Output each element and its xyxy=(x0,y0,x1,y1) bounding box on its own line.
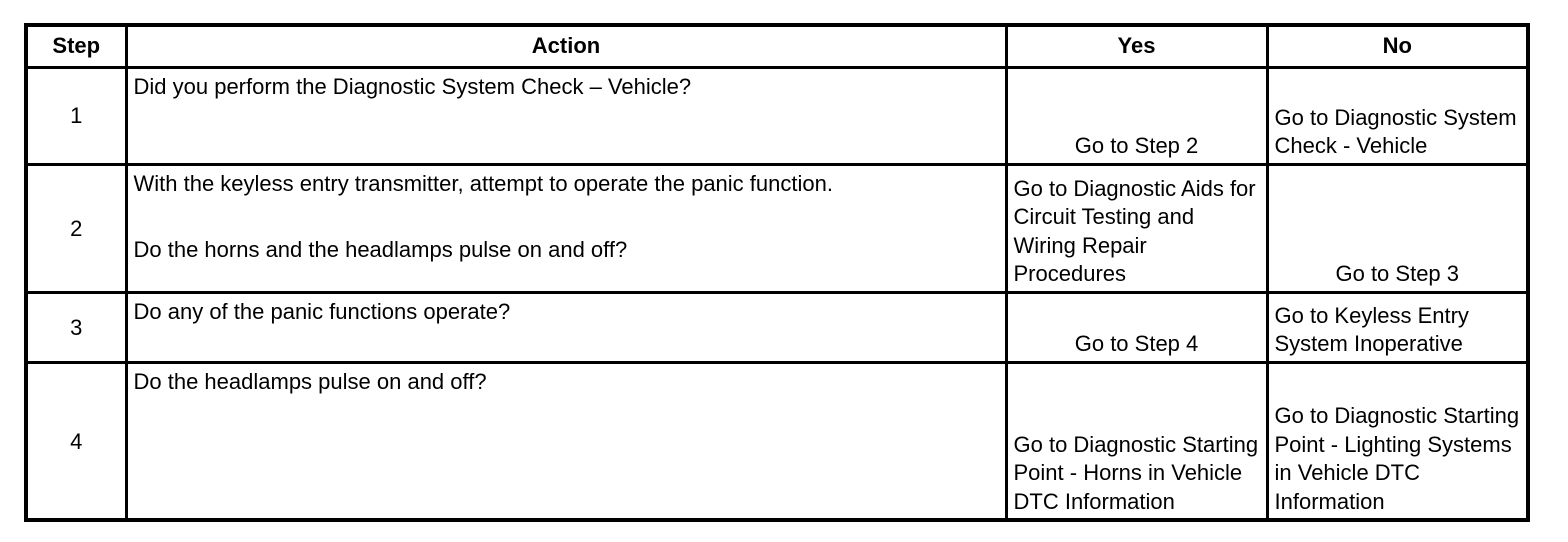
action-text: Do the headlamps pulse on and off? xyxy=(133,368,487,394)
yes-result: Go to Diagnostic Starting Point - Horns … xyxy=(1004,360,1269,522)
yes-result: Go to Step 2 xyxy=(1004,65,1269,166)
action-cell: Did you perform the Diagnostic System Ch… xyxy=(124,65,1008,166)
action-spacer xyxy=(134,198,999,236)
header-no: No xyxy=(1265,23,1530,69)
header-yes: Yes xyxy=(1004,23,1269,69)
no-result: Go to Diagnostic Starting Point - Lighti… xyxy=(1265,360,1530,522)
header-step: Step xyxy=(24,23,128,69)
action-text: Did you perform the Diagnostic System Ch… xyxy=(133,73,692,99)
table-row: 2 With the keyless entry transmitter, at… xyxy=(24,162,1530,294)
action-cell: With the keyless entry transmitter, atte… xyxy=(124,162,1008,294)
action-cell: Do the headlamps pulse on and off? xyxy=(124,360,1008,522)
step-number: 1 xyxy=(24,65,128,166)
action-cell: Do any of the panic functions operate? xyxy=(124,290,1008,364)
table-row: 1 Did you perform the Diagnostic System … xyxy=(24,65,1530,166)
no-result: Go to Keyless Entry System Inoperative xyxy=(1265,290,1530,364)
action-text: Do any of the panic functions operate? xyxy=(133,298,511,324)
table-row: 4 Do the headlamps pulse on and off? Go … xyxy=(24,360,1530,522)
action-text: With the keyless entry transmitter, atte… xyxy=(133,170,833,196)
step-number: 4 xyxy=(24,360,128,522)
yes-result: Go to Step 4 xyxy=(1004,290,1269,364)
header-action: Action xyxy=(124,23,1008,69)
table-row: 3 Do any of the panic functions operate?… xyxy=(24,290,1530,364)
yes-result: Go to Diagnostic Aids for Circuit Testin… xyxy=(1004,162,1269,294)
action-question: Do the horns and the headlamps pulse on … xyxy=(133,237,628,262)
diagnostic-table: Step Action Yes No 1 Did you perform the… xyxy=(24,23,1530,522)
table-header-row: Step Action Yes No xyxy=(24,23,1530,69)
step-number: 3 xyxy=(24,290,128,364)
no-result: Go to Diagnostic System Check - Vehicle xyxy=(1265,65,1530,166)
no-result: Go to Step 3 xyxy=(1265,162,1530,294)
step-number: 2 xyxy=(24,162,128,294)
